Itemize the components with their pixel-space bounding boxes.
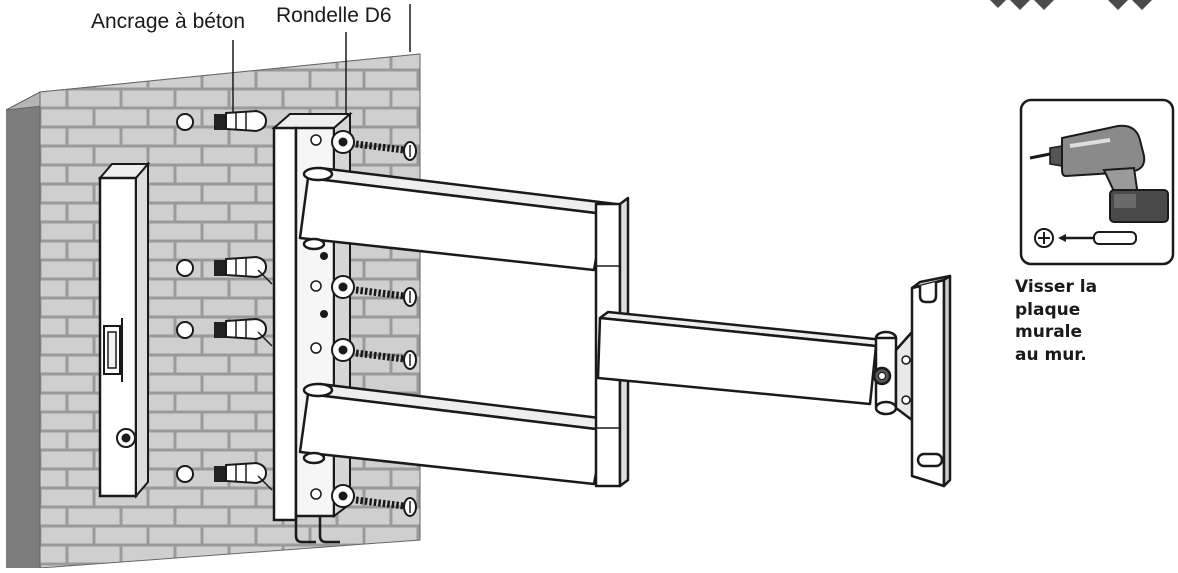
decorative-corner-marks — [990, 0, 1152, 10]
cordless-drill-icon — [1029, 124, 1169, 223]
concrete-anchor — [214, 109, 268, 133]
brick-wall — [5, 53, 421, 569]
instruction-text: Visser la plaque murale au mur. — [1015, 276, 1155, 366]
phillips-screwdriver-icon — [1034, 228, 1137, 248]
washer — [331, 130, 355, 154]
swing-arm — [298, 166, 886, 488]
concrete-anchor — [214, 461, 268, 485]
tv-bracket — [872, 274, 952, 488]
concrete-anchors — [214, 109, 268, 485]
washer — [331, 484, 355, 508]
washer — [331, 338, 355, 362]
callout-leaders — [232, 4, 411, 491]
instruction-line: plaque — [1015, 299, 1081, 320]
screw — [355, 140, 417, 161]
spirit-level — [97, 161, 151, 499]
instruction-line: murale — [1015, 322, 1083, 342]
concrete-anchor — [214, 317, 268, 341]
screw — [355, 496, 417, 517]
washer — [331, 275, 355, 299]
anchor-label: Ancrage à béton — [91, 10, 246, 33]
washers — [331, 130, 355, 508]
screws — [355, 140, 417, 517]
drill-holes — [176, 113, 194, 483]
screw — [355, 349, 417, 370]
concrete-anchor — [214, 255, 268, 279]
tool-box — [1019, 98, 1175, 266]
washer-label: Rondelle D6 — [276, 4, 392, 27]
instruction-line: au mur. — [1015, 344, 1087, 365]
screw — [355, 286, 417, 307]
instruction-line: Visser la — [1015, 277, 1098, 297]
